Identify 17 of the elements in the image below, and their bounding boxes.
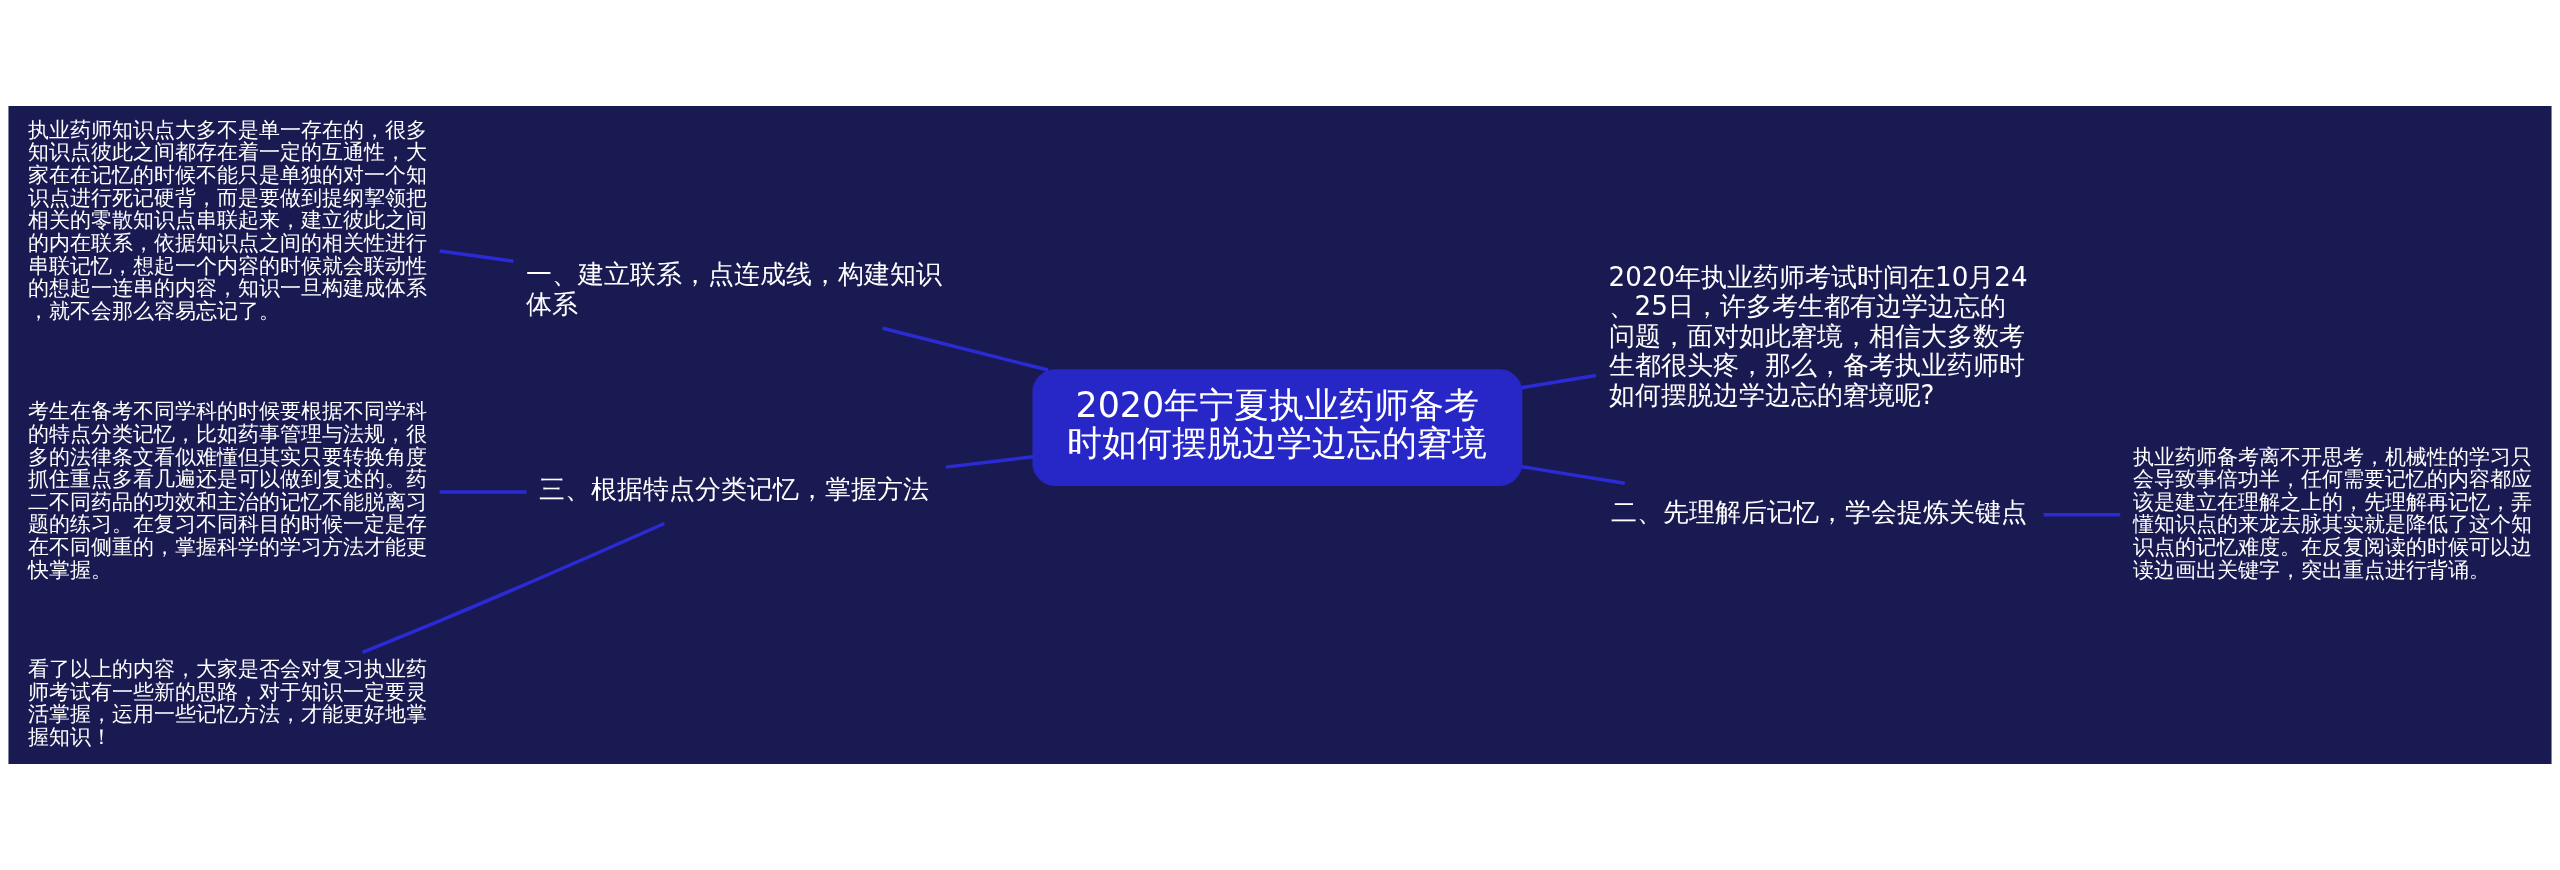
node-text: 2020年执业药师考试时间在10月24、25日，许多考生都有边学边忘的问题，面对如此窘境，相信大多数考生都很头疼，那么，备考执业药师时如何摆脱边学边忘的窘境呢?	[1608, 261, 2028, 411]
connector	[439, 249, 514, 263]
node-text: 二、先理解后记忆，学会提炼关键点	[1611, 496, 2028, 527]
connector	[945, 454, 1034, 469]
node-text: 三、根据特点分类记忆，掌握方法	[539, 474, 930, 505]
node-text: 考生在备考不同学科的时候要根据不同学科的特点分类记忆，比如药事管理与法规，很多的法律条文看似难懂但其实只要转换角度抓住重点多看几遍还是可以做到复述的。药二不同药品的功效和主治的记忆不能脱离习题的练习。在复习不同科目的时候一定是存在不同侧重的，掌握科学的学习方法才能更快掌握。	[27, 399, 427, 582]
connector	[882, 326, 1049, 372]
connector	[2043, 513, 2121, 517]
node-text: 一、建立联系，点连成线，构建知识体系	[526, 258, 943, 319]
node-text: 执业药师备考离不开思考，机械性的学习只会导致事倍功半，任何需要记忆的内容都应该是建立在理解之上的，先理解再记忆，弄懂知识点的来龙去脉其实就是降低了这个知识点的记忆难度。在反复阅读的时候可以边读边画出关键字，突出重点进行背诵。	[2133, 444, 2533, 582]
node-box: 2020年宁夏执业药师备考时如何摆脱边学边忘的窘境	[1032, 369, 1523, 486]
connector	[439, 490, 527, 494]
node-text: 看了以上的内容，大家是否会对复习执业药师考试有一些新的思路，对于知识一定要灵活掌握，运用一些记忆方法，才能更好地掌握知识！	[27, 657, 427, 750]
connector	[1521, 373, 1597, 390]
connector	[361, 521, 665, 654]
node-text: 执业药师知识点大多不是单一存在的，很多知识点彼此之间都存在着一定的互通性，大家在在记忆的时候不能只是单独的对一个知识点进行死记硬背，而是要做到提纲挈领把相关的零散知识点串联起来，建立彼此之间的内在联系，依据知识点之间的相关性进行串联记忆，想起一个内容的时候就会联动性的想起一连串的内容，知识一旦构建成体系，就不会那么容易忘记了。	[27, 117, 427, 323]
connector	[1521, 465, 1625, 486]
